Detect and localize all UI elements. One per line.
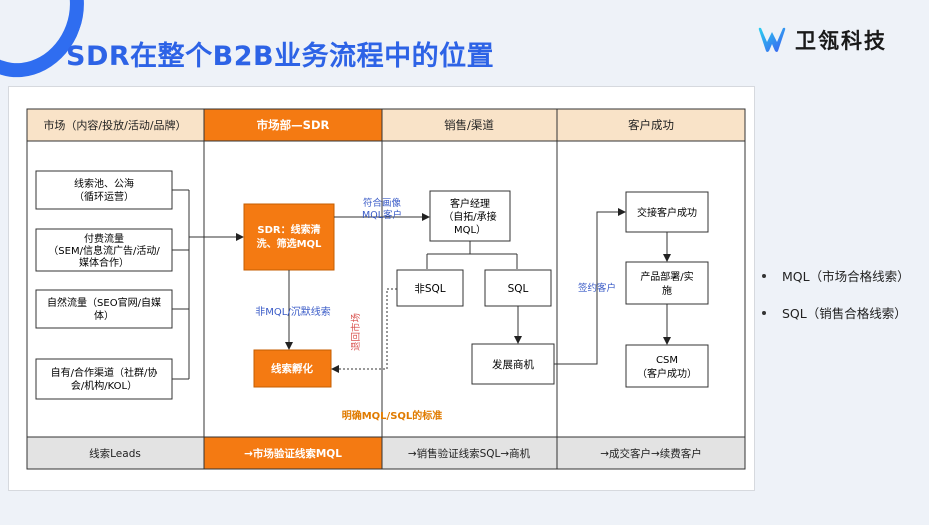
svg-text:交接客户成功: 交接客户成功 — [637, 206, 697, 219]
svg-text:（客户成功）: （客户成功） — [637, 367, 697, 380]
market-source-box: 线索池、公海 （循环运营） — [35, 170, 173, 210]
market-source-box: 付费流量 （SEM/信息流广告/活动/ 媒体合作） — [35, 228, 173, 272]
market-source-box: 自然流量（SEO官网/自媒 体） — [35, 289, 173, 329]
csm-box: CSM （客户成功） — [625, 344, 709, 388]
svg-text:媒体合作）: 媒体合作） — [79, 256, 129, 269]
logo-text: 卫瓴科技 — [795, 29, 887, 53]
non-mql-label: 非MQL/沉默线索 — [255, 305, 330, 318]
column-footer-sales: →销售验证线索SQL→商机 — [408, 447, 531, 460]
svg-text:SDR：线索清: SDR：线索清 — [257, 223, 320, 236]
bullet-dot-icon — [762, 310, 766, 315]
svg-text:自有/合作渠道（社群/协: 自有/合作渠道（社群/协 — [51, 366, 158, 379]
definition-item: SQL（销售合格线索） — [762, 303, 910, 322]
svg-text:客户经理: 客户经理 — [450, 197, 490, 210]
svg-text:非SQL: 非SQL — [414, 283, 445, 295]
fit-profile-label: 符合画像 — [363, 197, 402, 209]
svg-text:SQL: SQL — [508, 283, 529, 295]
company-logo: 卫瓴科技 — [757, 25, 887, 55]
return-market-label: 退回市场 — [350, 313, 362, 351]
deploy-box: 产品部署/实 施 — [625, 261, 709, 305]
mql-standard-label: 明确MQL/SQL的标准 — [342, 409, 443, 422]
svg-text:（循环运营）: （循环运营） — [74, 190, 134, 203]
sdr-box: SDR：线索清 洗、筛选MQL — [243, 203, 335, 271]
column-footer-sdr: →市场验证线索MQL — [244, 447, 342, 460]
definition-list: MQL（市场合格线索） SQL（销售合格线索） — [762, 266, 910, 340]
fit-profile-label: MQL客户 — [362, 209, 402, 221]
account-manager-box: 客户经理 （自拓/承接 MQL） — [429, 190, 511, 242]
svg-text:线索池、公海: 线索池、公海 — [74, 177, 134, 190]
flow-diagram: 市场（内容/投放/活动/品牌） 市场部—SDR 销售/渠道 客户成功 线索Lea… — [8, 86, 755, 491]
definition-text: MQL（市场合格线索） — [782, 269, 910, 284]
logo-mark-icon — [758, 27, 786, 52]
svg-text:MQL）: MQL） — [454, 224, 486, 236]
definition-item: MQL（市场合格线索） — [762, 266, 910, 285]
svg-text:会/机构/KOL）: 会/机构/KOL） — [71, 379, 137, 392]
column-header-sdr: 市场部—SDR — [257, 118, 330, 132]
svg-text:施: 施 — [662, 284, 672, 297]
opportunity-box: 发展商机 — [471, 343, 555, 385]
svg-text:自然流量（SEO官网/自媒: 自然流量（SEO官网/自媒 — [47, 296, 161, 309]
svg-text:（自拓/承接: （自拓/承接 — [443, 210, 496, 223]
column-header-market: 市场（内容/投放/活动/品牌） — [43, 118, 186, 132]
market-source-box: 自有/合作渠道（社群/协 会/机构/KOL） — [35, 358, 173, 400]
column-footer-success: →成交客户→续费客户 — [600, 447, 702, 460]
column-footer-market: 线索Leads — [89, 447, 141, 460]
non-sql-box: 非SQL — [396, 269, 464, 307]
handover-box: 交接客户成功 — [625, 191, 709, 233]
slide-title: SDR在整个B2B业务流程中的位置 — [66, 41, 495, 72]
svg-text:线索孵化: 线索孵化 — [271, 362, 313, 375]
bullet-dot-icon — [762, 273, 766, 278]
svg-text:产品部署/实: 产品部署/实 — [640, 270, 693, 283]
svg-text:洗、筛选MQL: 洗、筛选MQL — [257, 237, 322, 250]
column-header-success: 客户成功 — [628, 118, 674, 132]
signed-label: 签约客户 — [578, 282, 616, 294]
nurture-box: 线索孵化 — [253, 349, 332, 388]
sql-box: SQL — [484, 269, 552, 307]
svg-text:CSM: CSM — [656, 355, 678, 366]
svg-text:体）: 体） — [94, 310, 114, 322]
column-header-sales: 销售/渠道 — [444, 118, 494, 132]
definition-text: SQL（销售合格线索） — [782, 306, 907, 321]
svg-text:付费流量: 付费流量 — [84, 232, 124, 245]
svg-text:发展商机: 发展商机 — [492, 358, 534, 371]
svg-text:（SEM/信息流广告/活动/: （SEM/信息流广告/活动/ — [48, 244, 160, 257]
flow-diagram-svg: 市场（内容/投放/活动/品牌） 市场部—SDR 销售/渠道 客户成功 线索Lea… — [26, 108, 746, 470]
